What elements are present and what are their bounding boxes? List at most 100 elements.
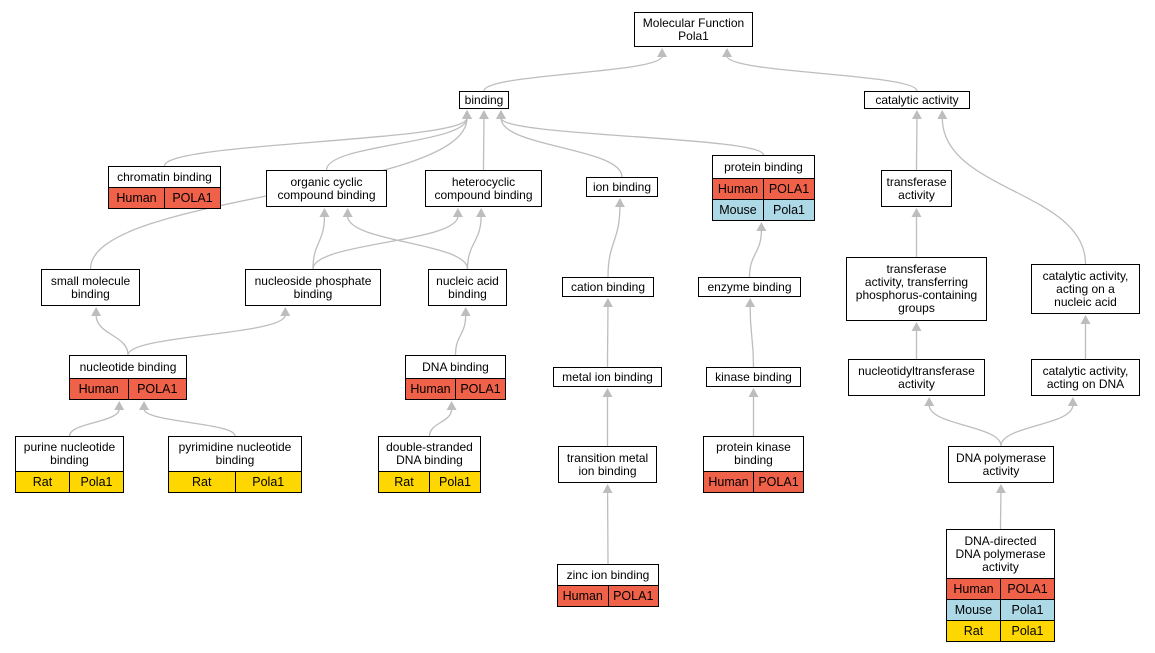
go-term-transition-metal[interactable]: transition metal ion binding bbox=[558, 446, 657, 483]
annotation-row-human: Human POLA1 bbox=[947, 578, 1054, 599]
gene-cell: POLA1 bbox=[1000, 579, 1054, 599]
edge-organic_cyclic-to-binding bbox=[325, 117, 468, 171]
go-term-heterocyclic[interactable]: heterocyclic compound binding bbox=[425, 170, 542, 207]
species-cell: Human bbox=[562, 589, 603, 603]
go-term-dna-polymerase[interactable]: DNA polymerase activity bbox=[948, 446, 1054, 483]
edge-cation_binding-to-ion_binding bbox=[607, 205, 621, 278]
edge-arrowhead bbox=[91, 307, 102, 316]
edge-arrowhead bbox=[452, 208, 463, 217]
go-term-kinase-binding[interactable]: kinase binding bbox=[706, 367, 801, 387]
edge-arrowhead bbox=[911, 322, 922, 331]
go-term-label: nucleic acid binding bbox=[436, 273, 499, 301]
gene-cell: POLA1 bbox=[753, 472, 803, 492]
go-term-nucleic-acid[interactable]: nucleic acid binding bbox=[428, 269, 507, 306]
go-term-small-molecule[interactable]: small molecule binding bbox=[41, 269, 140, 306]
go-term-cation-binding[interactable]: cation binding bbox=[562, 277, 654, 297]
go-term-molecular-function[interactable]: Molecular Function Pola1 bbox=[634, 12, 753, 47]
edge-arrowhead bbox=[614, 198, 625, 207]
edge-arrowhead bbox=[460, 307, 471, 316]
go-term-label: zinc ion binding bbox=[566, 567, 650, 582]
edge-nucleic_acid-to-heterocyclic bbox=[466, 215, 482, 270]
gene-cell: POLA1 bbox=[763, 179, 814, 199]
go-term-label: catalytic activity, acting on DNA bbox=[1042, 363, 1129, 391]
gene-cell: POLA1 bbox=[127, 379, 187, 399]
gene-cell: POLA1 bbox=[455, 379, 505, 399]
go-term-label: catalytic activity, acting on a nucleic … bbox=[1042, 268, 1129, 309]
edge-arrowhead bbox=[462, 110, 472, 119]
go-term-label: enzyme binding bbox=[707, 279, 792, 294]
species-cell: Human bbox=[708, 475, 749, 489]
edge-protein_binding-to-binding bbox=[500, 117, 765, 156]
edge-kinase_binding-to-enzyme_binding bbox=[749, 305, 755, 368]
go-term-catalytic-activity[interactable]: catalytic activity bbox=[864, 91, 970, 109]
go-term-nucleotidyltransferase[interactable]: nucleotidyltransferase activity bbox=[848, 359, 985, 396]
edge-arrowhead bbox=[446, 401, 457, 410]
annotation-row-mouse: Mouse Pola1 bbox=[947, 599, 1054, 620]
edge-arrowhead bbox=[657, 48, 668, 57]
go-term-label: cation binding bbox=[570, 279, 646, 294]
go-term-organic-cyclic[interactable]: organic cyclic compound binding bbox=[266, 170, 387, 207]
go-term-catalytic-nucleic[interactable]: catalytic activity, acting on a nucleic … bbox=[1031, 264, 1140, 314]
edge-nucleoside_phosphate-to-heterocyclic bbox=[312, 215, 459, 270]
edge-arrowhead bbox=[1080, 315, 1091, 324]
go-term-label: protein binding bbox=[724, 159, 803, 174]
edge-nucleotide_binding-to-nucleoside_phosphate bbox=[127, 314, 286, 356]
go-term-metal-ion[interactable]: metal ion binding bbox=[553, 367, 662, 387]
edge-nucleic_acid-to-organic_cyclic bbox=[347, 215, 469, 270]
edge-chromatin_binding-to-binding bbox=[163, 117, 468, 167]
go-term-label: metal ion binding bbox=[562, 369, 653, 384]
edge-arrowhead bbox=[114, 401, 125, 410]
go-term-ion-binding[interactable]: ion binding bbox=[586, 177, 658, 197]
edge-arrowhead bbox=[476, 208, 487, 217]
go-term-transferase[interactable]: transferase activity bbox=[881, 170, 952, 207]
edge-arrowhead bbox=[756, 222, 767, 231]
gene-cell: Pola1 bbox=[1000, 600, 1054, 620]
go-term-label: double-stranded DNA binding bbox=[386, 440, 473, 467]
go-term-label: purine nucleotide binding bbox=[23, 440, 116, 467]
species-cell: Human bbox=[953, 582, 994, 596]
go-term-nucleoside-phosphate[interactable]: nucleoside phosphate binding bbox=[245, 269, 381, 306]
gene-cell: Pola1 bbox=[429, 472, 480, 492]
edge-arrowhead bbox=[602, 484, 613, 493]
go-term-label: transferase activity, transferring phosp… bbox=[855, 262, 978, 315]
go-term-label: small molecule binding bbox=[50, 273, 131, 301]
go-term-label: ion binding bbox=[592, 179, 652, 194]
edge-arrowhead bbox=[319, 208, 330, 217]
edge-arrowhead bbox=[745, 298, 756, 307]
go-term-transferase-phosphorus[interactable]: transferase activity, transferring phosp… bbox=[846, 257, 987, 321]
go-term-catalytic-dna[interactable]: catalytic activity, acting on DNA bbox=[1031, 359, 1140, 396]
annotation-row-human: Human POLA1 bbox=[704, 471, 803, 492]
edge-nucleoside_phosphate-to-organic_cyclic bbox=[312, 215, 326, 270]
edge-arrowhead bbox=[911, 208, 922, 217]
edge-dna_polymerase-to-catalytic_dna bbox=[1000, 404, 1074, 447]
edge-binding-to-molecular_function bbox=[483, 55, 663, 92]
go-term-binding[interactable]: binding bbox=[459, 91, 509, 109]
edge-arrowhead bbox=[342, 208, 353, 217]
edge-dsdna-to-dna_binding bbox=[428, 408, 453, 437]
go-term-enzyme-binding[interactable]: enzyme binding bbox=[698, 277, 801, 297]
species-cell: Mouse bbox=[954, 603, 993, 617]
edge-arrowhead bbox=[478, 110, 489, 119]
gene-cell: POLA1 bbox=[164, 188, 220, 208]
edge-purine-to-nucleotide_binding bbox=[68, 408, 120, 437]
edge-arrowhead bbox=[602, 298, 613, 307]
go-term-label: catalytic activity bbox=[875, 92, 959, 107]
edge-arrowhead bbox=[1067, 397, 1078, 406]
